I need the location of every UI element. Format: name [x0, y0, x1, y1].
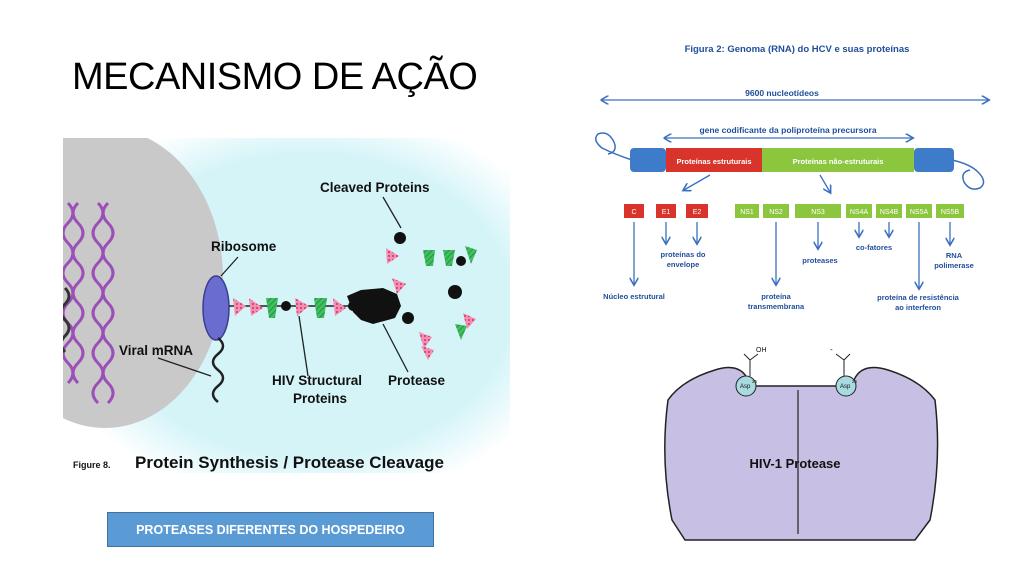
annot-transm-2: transmembrana [748, 302, 805, 311]
utr-3-squiggle [951, 159, 985, 190]
pink-protein [386, 248, 399, 264]
minus-label: - [830, 345, 833, 354]
nonstructural-arrow [819, 174, 830, 192]
hcv-title: Figura 2: Genoma (RNA) do HCV e suas pro… [685, 44, 910, 55]
protein-e1: E1 [662, 209, 671, 216]
function-arrows [634, 222, 950, 288]
protein-ns3: NS3 [811, 209, 825, 216]
hiv-protease-label: HIV-1 Protease [749, 456, 840, 471]
asp-right-sup: 25 [852, 379, 858, 384]
genome-bar-3 [914, 148, 954, 172]
nonstructural-label: Proteínas não-estruturais [793, 157, 884, 166]
structural-label: Proteínas estruturais [676, 157, 751, 166]
annot-proteases: proteases [802, 256, 837, 265]
black-protein [448, 285, 462, 299]
structural-segment [666, 148, 762, 172]
annot-rna-2: polimerase [934, 261, 974, 270]
protein-ns4b: NS4B [880, 209, 899, 216]
asp-left [735, 375, 757, 397]
pink-protein [419, 332, 432, 349]
annot-resist-1: proteína de resistência [877, 293, 960, 302]
annot-nucleo: Núcleo estrutural [603, 292, 665, 301]
pink-protein [463, 313, 476, 329]
ribosome [202, 275, 230, 341]
dna-strands [63, 201, 115, 405]
left-carbonyl-bond [743, 353, 751, 361]
label-cleaved-proteins: Cleaved Proteins [320, 180, 430, 195]
annot-envelope-2: envelope [667, 260, 700, 269]
protease-body [664, 366, 939, 541]
utr-5-squiggle [595, 132, 633, 161]
green-protein [455, 324, 467, 340]
annot-resist-2: ao interferon [895, 303, 941, 312]
right-carboxylate-bond [835, 353, 845, 361]
annot-cofatores: co-fatores [856, 243, 892, 252]
structural-arrow [684, 174, 711, 190]
pink-protein [392, 278, 406, 294]
oh-label: OH [756, 347, 767, 354]
left-carboxyl-bond [749, 353, 759, 361]
black-protein [394, 232, 406, 244]
proteases-button[interactable]: PROTEASES DIFERENTES DO HOSPEDEIRO [107, 512, 434, 547]
pink-protein [233, 298, 246, 316]
annot-rna-1: RNA [946, 251, 963, 260]
green-protein [266, 298, 278, 318]
slide-title: MECANISMO DE AÇÃO [72, 56, 478, 98]
protease-enzyme [347, 288, 401, 324]
hcv-genome-diagram: Figura 2: Genoma (RNA) do HCV e suas pro… [595, 44, 1002, 312]
pink-protein [249, 298, 263, 316]
nonstructural-segment [762, 148, 914, 172]
label-hiv-structural: HIV Structural [272, 373, 362, 388]
black-protein [281, 301, 291, 311]
green-protein [314, 298, 327, 318]
asp-right-label: Asp [840, 384, 851, 390]
pink-protein [295, 298, 309, 316]
protein-ns2: NS2 [769, 209, 783, 216]
asp-left-label: Asp [740, 384, 751, 390]
black-protein [456, 256, 466, 266]
green-protein [443, 250, 455, 266]
annot-envelope-1: proteínas do [660, 250, 705, 259]
protein-c: C [631, 209, 636, 216]
label-viral-mrna: Viral mRNA [119, 343, 193, 358]
right-carbonyl-bond [843, 353, 851, 361]
protein-ns4a: NS4A [850, 209, 869, 216]
pointer-arrows [157, 196, 409, 377]
pink-protein [421, 346, 434, 360]
label-ribosome: Ribosome [211, 239, 277, 254]
asp-right [835, 375, 857, 397]
green-protein [423, 250, 435, 266]
figure-number: Figure 8. [73, 460, 111, 470]
label-proteins: Proteins [293, 391, 347, 406]
gene-label: gene codificante da poliproteína precurs… [699, 125, 876, 135]
protein-boxes: C E1 E2 NS1 NS2 NS3 NS4A NS4B NS5A NS5B [624, 204, 964, 218]
pink-protein [333, 298, 346, 316]
green-protein [465, 246, 477, 264]
asp-left-sup: 25 [752, 379, 758, 384]
length-label: 9600 nucleotídeos [745, 88, 819, 98]
protein-ns1: NS1 [740, 209, 754, 216]
hiv-protease-diagram: HIV-1 Protease OH Asp 25 - Asp 25 [664, 345, 939, 541]
protein-synthesis-figure: Cleaved Proteins Ribosome Viral mRNA HIV… [63, 138, 510, 473]
black-protein [402, 312, 414, 324]
figure-caption: Protein Synthesis / Protease Cleavage [135, 453, 444, 472]
annot-transm-1: proteína [761, 292, 791, 301]
protein-ns5b: NS5B [941, 209, 960, 216]
protein-ns5a: NS5A [910, 209, 929, 216]
genome-bar-5 [630, 148, 666, 172]
mrna-strand [211, 337, 225, 403]
label-protease: Protease [388, 373, 446, 388]
protein-e2: E2 [693, 209, 702, 216]
